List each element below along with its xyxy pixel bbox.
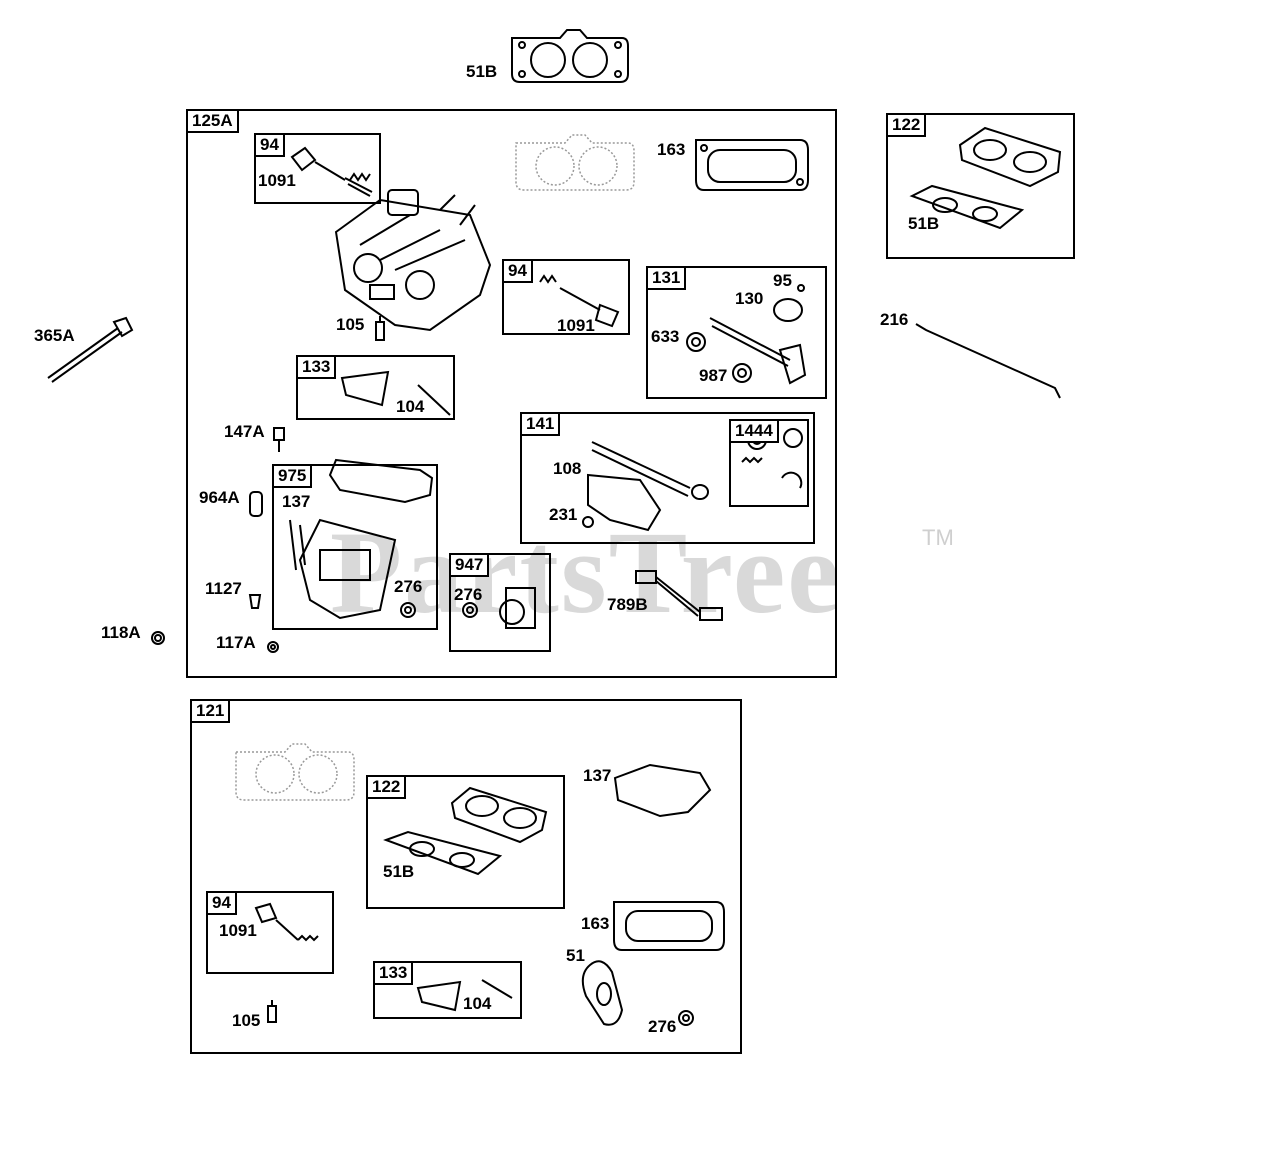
jet-105b (267, 1000, 277, 1023)
box-tag-125a: 125A (186, 109, 239, 133)
part-label-130: 130 (735, 289, 764, 308)
gasket-163a (695, 139, 809, 191)
gasket-163b (613, 901, 725, 951)
spacer-122b (450, 786, 548, 844)
box-tag-131: 131 (646, 266, 687, 290)
part-label-105a: 105 (336, 315, 365, 334)
box-947: 947 (449, 553, 551, 652)
box-94c: 94 (206, 891, 334, 974)
part-label-118a: 118A (101, 623, 141, 642)
box-141: 141 (520, 412, 815, 544)
part-label-137a: 137 (282, 492, 311, 511)
gasket-faint-125a (515, 134, 635, 191)
choke-shaft-141 (582, 441, 709, 532)
part-label-964a: 964A (199, 488, 240, 507)
screw-1127 (248, 594, 262, 609)
jet-105a (375, 316, 385, 341)
bolt-365a (47, 316, 134, 383)
part-label-1091b: 1091 (557, 316, 595, 335)
part-label-108: 108 (553, 459, 582, 478)
part-label-51b-top: 51B (466, 62, 498, 81)
box-tag-1444: 1444 (729, 419, 779, 443)
part-label-117a: 117A (216, 633, 256, 652)
box-133a: 133 (296, 355, 455, 420)
part-label-276c: 276 (648, 1017, 677, 1036)
box-125a: 125A (186, 109, 837, 678)
float-bowl-975 (289, 458, 434, 620)
box-tag-122a: 122 (886, 113, 927, 137)
box-133b: 133 (373, 961, 522, 1019)
needle-94b (539, 274, 620, 328)
gasket-137b (613, 763, 712, 818)
carburetor-body (334, 189, 492, 332)
box-tag-141: 141 (520, 412, 561, 436)
part-label-51b-122b: 51B (383, 862, 415, 881)
oring-276a (400, 602, 416, 618)
box-tag-94c: 94 (206, 891, 237, 915)
part-label-365a: 365A (34, 326, 75, 345)
lever-133a (340, 370, 451, 416)
gasket-51b-top (511, 29, 629, 83)
gasket-51 (581, 960, 624, 1026)
part-label-105b: 105 (232, 1011, 261, 1030)
watermark: PartsTree (330, 507, 842, 638)
oring-276c (678, 1010, 694, 1026)
part-label-95: 95 (773, 271, 792, 290)
part-label-216: 216 (880, 310, 909, 329)
part-label-1127: 1127 (205, 579, 242, 598)
box-122a: 122 (886, 113, 1075, 259)
box-131: 131 (646, 266, 827, 399)
watermark-trademark: TM (922, 525, 954, 550)
part-label-51b-122a: 51B (908, 214, 940, 233)
part-label-104a: 104 (396, 397, 425, 416)
box-94a: 94 (254, 133, 381, 204)
harness-789b (635, 570, 723, 621)
part-label-231: 231 (549, 505, 578, 524)
part-label-276b: 276 (454, 585, 483, 604)
part-label-1091a: 1091 (258, 171, 296, 190)
lever-133b (416, 979, 513, 1012)
box-tag-122b: 122 (366, 775, 407, 799)
part-label-633: 633 (651, 327, 680, 346)
box-121: 121 (190, 699, 742, 1054)
box-tag-975: 975 (272, 464, 313, 488)
part-label-1091c: 1091 (219, 921, 257, 940)
part-label-51: 51 (566, 946, 585, 965)
box-975: 975 (272, 464, 438, 630)
part-label-147a: 147A (224, 422, 265, 441)
box-tag-947: 947 (449, 553, 490, 577)
solenoid-947 (462, 587, 536, 629)
rod-216 (915, 323, 1061, 399)
plug-118a (151, 631, 165, 645)
box-94b: 94 (502, 259, 630, 335)
needle-94a (290, 146, 373, 197)
box-tag-133b: 133 (373, 961, 414, 985)
part-label-163b: 163 (581, 914, 610, 933)
box-1444: 1444 (729, 419, 809, 507)
sleeve-964a (249, 491, 263, 517)
needle-94c (254, 902, 319, 942)
part-label-987: 987 (699, 366, 728, 385)
part-label-163a: 163 (657, 140, 686, 159)
jet-147a (273, 427, 285, 452)
box-tag-121: 121 (190, 699, 231, 723)
part-label-137b: 137 (583, 766, 612, 785)
gasket-51b-122b (383, 830, 503, 876)
part-label-789b: 789B (607, 595, 648, 614)
box-tag-94a: 94 (254, 133, 285, 157)
box-122b: 122 (366, 775, 565, 909)
part-label-276a: 276 (394, 577, 423, 596)
part-label-104b: 104 (463, 994, 492, 1013)
gasket-faint-121 (235, 743, 355, 801)
spacer-122a (958, 126, 1062, 188)
plug-117a (267, 641, 279, 653)
throttle-shaft-131 (686, 284, 807, 385)
gasket-51b-122a (909, 184, 1025, 230)
box-tag-133a: 133 (296, 355, 337, 379)
box-tag-94b: 94 (502, 259, 533, 283)
